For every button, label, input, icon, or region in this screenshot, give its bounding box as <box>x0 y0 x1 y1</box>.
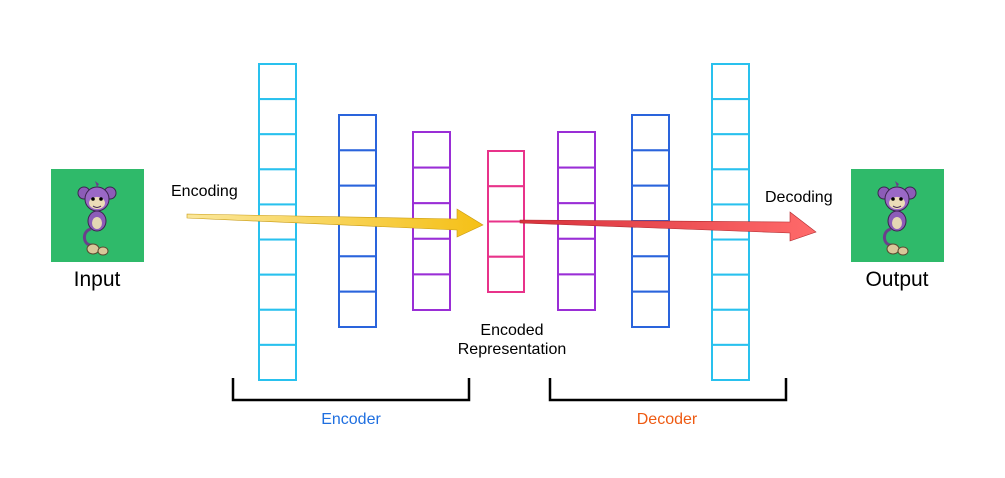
bottleneck-layer <box>487 150 525 293</box>
encoder-layer-2 <box>338 114 377 329</box>
neuron-cell <box>258 63 297 101</box>
neuron-cell <box>258 343 297 382</box>
neuron-cell <box>711 343 750 382</box>
neuron-cell <box>338 184 377 222</box>
encoder-layer-1 <box>258 63 297 382</box>
neuron-cell <box>711 98 750 136</box>
decoding-label: Decoding <box>765 189 833 206</box>
neuron-cell <box>631 290 670 329</box>
neuron-cell <box>258 273 297 311</box>
neuron-cell <box>631 255 670 293</box>
neuron-cell <box>711 168 750 206</box>
encoder-layer-3 <box>412 131 451 311</box>
decoder-bracket <box>548 378 788 402</box>
neuron-cell <box>412 237 451 276</box>
neuron-cell <box>487 220 525 258</box>
neuron-cell <box>338 255 377 293</box>
neuron-cell <box>631 114 670 152</box>
neuron-cell <box>711 238 750 276</box>
neuron-cell <box>557 273 596 311</box>
neuron-cell <box>711 63 750 101</box>
neuron-cell <box>557 166 596 205</box>
decoder-label: Decoder <box>637 411 698 428</box>
neuron-cell <box>258 168 297 206</box>
encoding-arrow <box>186 208 484 238</box>
neuron-cell <box>711 308 750 346</box>
neuron-cell <box>412 131 451 169</box>
neuron-cell <box>258 98 297 136</box>
neuron-cell <box>338 290 377 329</box>
encoding-label: Encoding <box>171 183 238 200</box>
encoder-label: Encoder <box>321 411 381 428</box>
neuron-cell <box>557 237 596 276</box>
neuron-cell <box>412 166 451 205</box>
neuron-cell <box>631 149 670 187</box>
neuron-cell <box>258 238 297 276</box>
encoder-bracket <box>231 378 471 402</box>
neuron-cell <box>412 273 451 311</box>
neuron-cell <box>487 185 525 223</box>
neuron-cell <box>557 131 596 169</box>
decoding-arrow <box>519 211 817 242</box>
neuron-cell <box>338 149 377 187</box>
neuron-cell <box>338 220 377 258</box>
neuron-cell <box>487 255 525 293</box>
encoded-label-line1: Encoded <box>480 322 543 339</box>
neuron-cell <box>631 184 670 222</box>
neuron-cell <box>338 114 377 152</box>
neuron-cell <box>487 150 525 188</box>
neuron-cell <box>711 133 750 171</box>
encoded-label-line2: Representation <box>458 341 567 358</box>
input-label: Input <box>74 268 121 291</box>
neuron-cell <box>258 133 297 171</box>
neuron-cell <box>258 308 297 346</box>
output-label: Output <box>865 268 928 291</box>
neuron-cell <box>711 273 750 311</box>
